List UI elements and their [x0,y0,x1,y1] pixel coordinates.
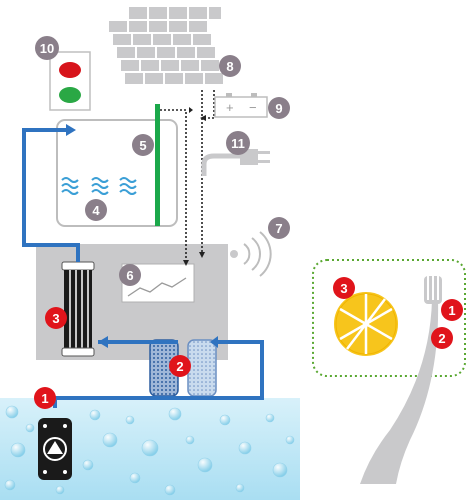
pump [38,418,72,480]
svg-text:2: 2 [438,331,445,346]
svg-text:3: 3 [340,281,347,296]
battery [214,93,268,118]
callout-level-sensor: 5 [132,134,154,156]
green-light [59,87,81,103]
callout-mains-plug: 11 [226,131,250,155]
level-sensor [155,104,160,226]
svg-text:1: 1 [448,303,455,318]
svg-text:8: 8 [226,59,233,74]
callout-traffic-light: 10 [35,36,59,60]
water-waves-icon [61,177,137,195]
dotted-wiring [160,90,215,264]
callout-pump: 1 [34,387,56,409]
tank [56,104,178,227]
red-light [59,62,81,78]
wireless-signal-icon [243,231,272,277]
callout-filters: 2 [169,355,191,377]
svg-text:4: 4 [92,203,100,218]
battery-minus: − [249,100,257,115]
svg-text:1: 1 [41,391,48,406]
callout-controller: 6 [119,264,141,286]
pump-arrow-icon [47,441,63,454]
callout-markers: 1 2 3 4 5 6 7 8 [34,36,463,409]
svg-text:7: 7 [275,221,282,236]
toothbrush-icon [360,276,442,484]
callout-battery: 9 [268,97,290,119]
callout-tank: 4 [85,199,107,221]
battery-plus: + [226,100,234,115]
callout-solar-panel: 8 [219,55,241,77]
callout-toothbrush-top: 1 [441,299,463,321]
callout-wireless: 7 [268,217,290,239]
solar-panel [107,5,225,86]
lemon-icon [332,290,400,358]
uv-lamp [61,261,95,357]
callout-lemon: 3 [333,277,355,299]
callout-uv-lamp: 3 [45,307,67,329]
legend-panel [312,259,466,484]
svg-text:6: 6 [126,268,133,283]
svg-text:5: 5 [139,138,146,153]
chart-line-icon [127,277,187,297]
svg-text:11: 11 [231,136,245,151]
svg-text:10: 10 [40,41,54,56]
flow-arrows [66,124,218,348]
callout-toothbrush-bottom: 2 [431,327,453,349]
svg-text:2: 2 [176,359,183,374]
traffic-light [49,51,91,111]
svg-text:9: 9 [275,101,282,116]
svg-text:3: 3 [52,311,59,326]
